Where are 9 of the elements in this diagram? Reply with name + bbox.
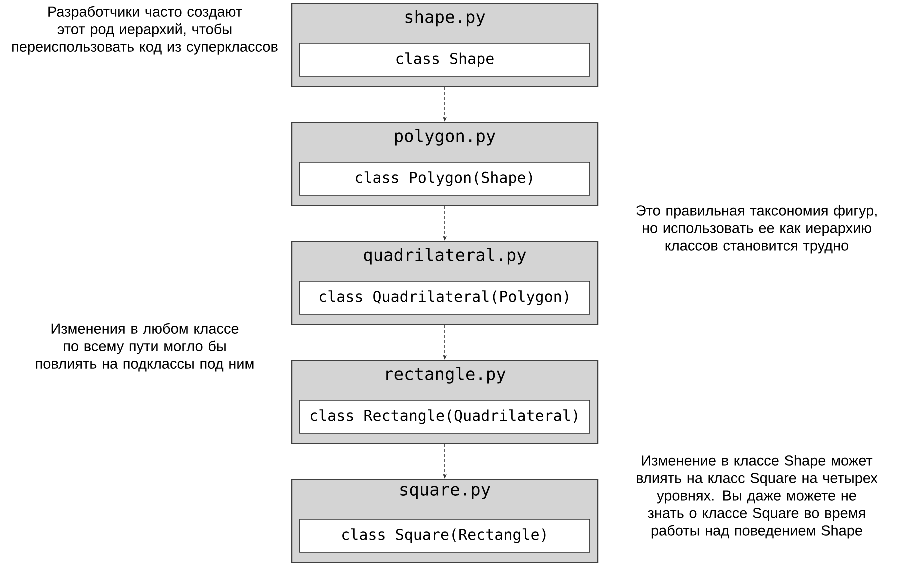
class-box: class Shape [300,43,590,77]
note-text: Изменения в любом классе по всему пути могло бы повлиять на подклассы под ним [36,323,254,372]
class-box: class Quadrilateral(Polygon) [300,281,590,315]
class-box: class Polygon(Shape) [300,162,590,196]
note-text: Это правильная таксономия фигур, но использовать ее как иерархию классов становится трудно [636,205,877,254]
note-text: Разработчики часто создают этот род иерархий, чтобы переиспользовать код из суперклассов [12,6,278,55]
class-box: class Rectangle(Quadrilateral) [300,400,590,434]
class-box: class Square(Rectangle) [300,519,590,553]
note-text: Изменение в классе Shape может влиять на класс Square на четырех уровнях. Вы даже можете не знать о классе Square во время работы над поведением Shape [637,455,878,539]
